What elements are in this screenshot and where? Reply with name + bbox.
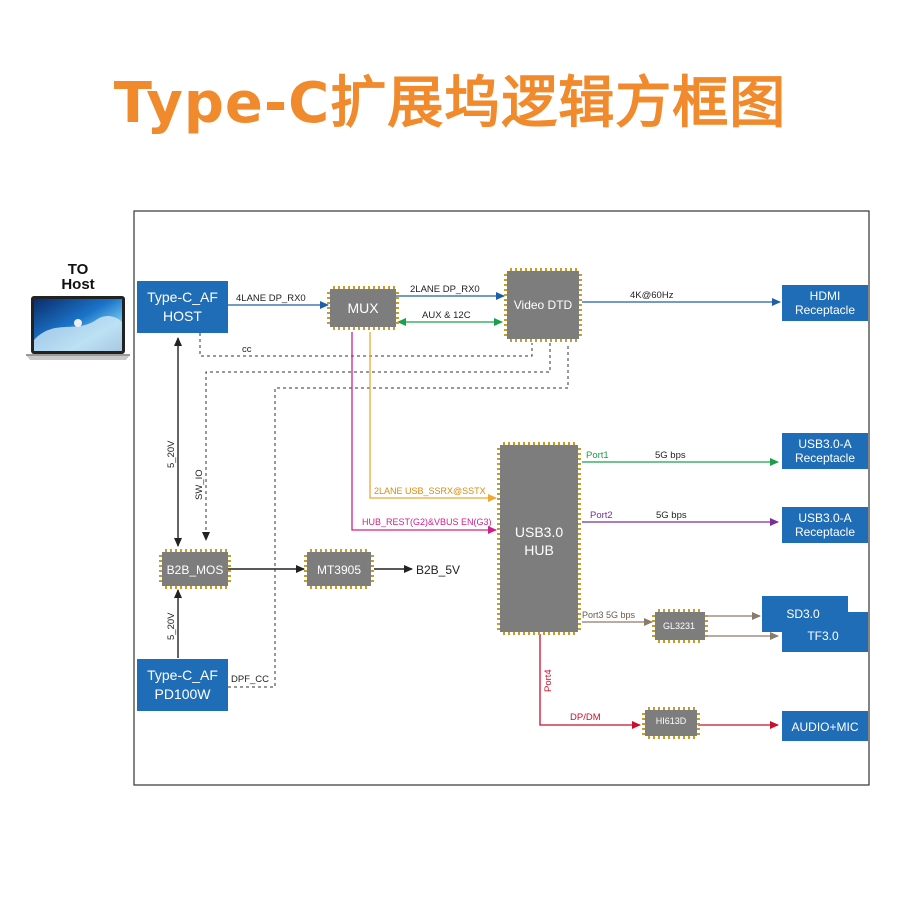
sd-tf-block: SD3.0 TF3.0 [762, 596, 868, 652]
label-4k: 4K@60Hz [630, 290, 674, 301]
mux-label: MUX [347, 300, 379, 316]
label-dpf-cc: DPF_CC [231, 674, 269, 685]
hdmi-line2: Receptacle [795, 303, 855, 317]
hi613d-chip [642, 707, 700, 739]
label-5-20v-bottom: 5_20V [166, 612, 177, 640]
usb-a1-block: USB3.0-A Receptacle [782, 433, 868, 469]
label-dpdm: DP/DM [570, 712, 601, 723]
label-5-20v-top: 5_20V [166, 440, 177, 468]
b2b-label: B2B_MOS [167, 563, 224, 577]
typec-pd-block: Type-C_AF PD100W [137, 659, 228, 711]
typec-pd-line2: PD100W [154, 686, 211, 702]
mux-chip [327, 286, 399, 330]
sd-label: SD3.0 [786, 607, 820, 621]
label-2lane: 2LANE DP_RX0 [410, 284, 480, 295]
mt3905-label: MT3905 [317, 563, 361, 577]
audio-label: AUDIO+MIC [791, 720, 858, 734]
diagram-frame [133, 210, 870, 786]
laptop-icon [26, 296, 130, 360]
gl3231-chip [652, 609, 708, 643]
typec-host-block: Type-C_AF HOST [137, 281, 228, 333]
label-port3: Port3 5G bps [582, 610, 636, 620]
gl3231-label: GL3231 [663, 621, 695, 631]
label-b2b-5v: B2B_5V [416, 563, 460, 577]
mt3905-chip [304, 549, 374, 589]
b2b-chip [159, 549, 231, 589]
host-group: TO Host [26, 261, 130, 360]
line-dpf-cc [228, 343, 569, 688]
line-port4 [539, 634, 641, 729]
usb-a1-line2: Receptacle [795, 451, 855, 465]
host-label-line1: TO [68, 261, 89, 278]
line-cc [199, 333, 533, 357]
host-label-line2: Host [61, 276, 94, 293]
label-port2: Port2 [590, 510, 613, 521]
usb-a2-line1: USB3.0-A [798, 511, 851, 525]
usb-a2-block: USB3.0-A Receptacle [782, 507, 868, 543]
hdmi-block: HDMI Receptacle [782, 285, 868, 321]
video-label: Video DTD [514, 298, 573, 312]
typec-pd-line1: Type-C_AF [147, 667, 218, 683]
label-port1: Port1 [586, 450, 609, 461]
label-aux: AUX & 12C [422, 310, 471, 321]
audio-block: AUDIO+MIC [782, 711, 868, 741]
label-cc: cc [242, 344, 252, 355]
hub-line1: USB3.0 [515, 524, 563, 540]
label-sw-io: SW_IO [194, 469, 205, 500]
label-port4: Port4 [543, 669, 554, 692]
label-port2-speed: 5G bps [656, 510, 687, 521]
label-hub-rest: HUB_REST(G2)&VBUS EN(G3) [362, 517, 492, 527]
video-chip [504, 268, 582, 342]
label-port1-speed: 5G bps [655, 450, 686, 461]
typec-host-line1: Type-C_AF [147, 289, 218, 305]
typec-host-line2: HOST [163, 308, 202, 324]
hub-chip [497, 442, 581, 635]
tf-label: TF3.0 [807, 629, 839, 643]
usb-a1-line1: USB3.0-A [798, 437, 851, 451]
label-4lane: 4LANE DP_RX0 [236, 293, 306, 304]
line-sw-io [202, 343, 551, 541]
hub-line2: HUB [524, 542, 554, 558]
label-usb-ssrx: 2LANE USB_SSRX@SSTX [374, 486, 486, 496]
line-usb-ssrx [369, 332, 497, 502]
line-hub-rest [351, 332, 497, 534]
chip-labels: MUX Video DTD USB3.0 HUB B2B_MOS MT3905 … [167, 298, 695, 726]
hi613d-label: HI613D [656, 716, 687, 726]
page-title: Type-C扩展坞逻辑方框图 [113, 71, 787, 136]
hdmi-line1: HDMI [810, 289, 841, 303]
usb-a2-line2: Receptacle [795, 525, 855, 539]
